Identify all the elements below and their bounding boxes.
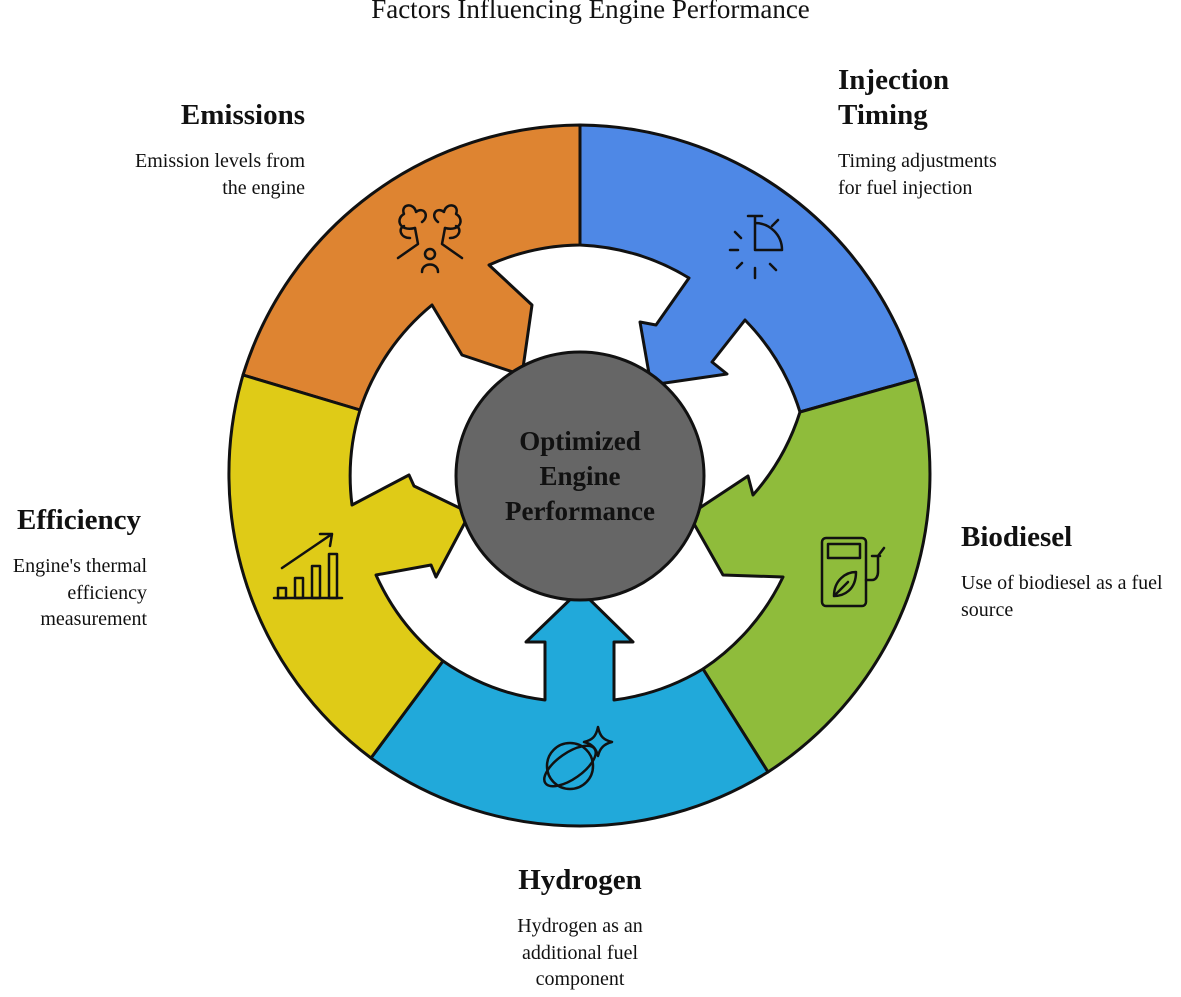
description-hydrogen-line-3: component xyxy=(535,968,625,990)
heading-injection-timing-line-2: Timing xyxy=(838,99,928,131)
fuel-pump-leaf-icon xyxy=(820,536,886,608)
description-hydrogen-line-1: Hydrogen as an xyxy=(517,915,643,937)
center-line-2: Engine xyxy=(539,461,620,491)
description-injection-line-2: for fuel injection xyxy=(838,176,973,199)
trees-person-icon xyxy=(396,204,464,274)
heading-biodiesel: Biodiesel xyxy=(961,521,1073,553)
segment-biodiesel xyxy=(687,377,932,774)
center-line-3: Performance xyxy=(505,496,655,526)
description-efficiency-line-3: measurement xyxy=(40,608,147,630)
description-injection-timing: Timing adjustments for fuel injection xyxy=(838,148,997,201)
heading-hydrogen: Hydrogen xyxy=(518,864,642,896)
label-efficiency: Efficiency Engine's thermal efficiency m… xyxy=(0,503,147,633)
growth-chart-icon xyxy=(272,532,344,600)
timer-icon xyxy=(728,214,784,280)
segment-hydrogen xyxy=(369,588,770,828)
description-efficiency-line-2: efficiency xyxy=(67,581,147,604)
description-biodiesel: Use of biodiesel as a fuel source xyxy=(961,570,1163,623)
description-biodiesel-line-1: Use of biodiesel as a fuel xyxy=(961,572,1163,594)
heading-injection-timing-line-1: Injection xyxy=(838,64,950,96)
description-biodiesel-line-2: source xyxy=(961,598,1014,621)
diagram-title: Factors Influencing Engine Performance xyxy=(371,0,810,24)
description-emissions: Emission levels from the engine xyxy=(135,148,305,201)
segment-efficiency xyxy=(227,373,472,760)
heading-emissions: Emissions xyxy=(180,99,305,131)
label-injection-timing: Injection Timing Timing adjustments for … xyxy=(838,63,997,201)
description-emissions-line-1: Emission levels from xyxy=(135,150,305,172)
label-emissions: Emissions Emission levels from the engin… xyxy=(135,98,305,201)
description-efficiency: Engine's thermal efficiency measurement xyxy=(0,553,147,633)
description-injection-line-1: Timing adjustments xyxy=(838,150,997,172)
description-hydrogen: Hydrogen as an additional fuel component xyxy=(430,913,730,993)
label-biodiesel: Biodiesel Use of biodiesel as a fuel sou… xyxy=(961,520,1163,623)
atom-sparkle-icon xyxy=(543,725,614,791)
center-hub xyxy=(454,350,706,602)
heading-injection-timing: Injection Timing xyxy=(838,63,997,133)
center-line-1: Optimized xyxy=(519,426,641,456)
description-emissions-line-2: the engine xyxy=(222,176,305,199)
description-hydrogen-line-2: additional fuel xyxy=(521,941,639,964)
description-efficiency-line-1: Engine's thermal xyxy=(12,555,147,577)
heading-efficiency: Efficiency xyxy=(17,504,142,536)
label-hydrogen: Hydrogen Hydrogen as an additional fuel … xyxy=(430,863,730,993)
